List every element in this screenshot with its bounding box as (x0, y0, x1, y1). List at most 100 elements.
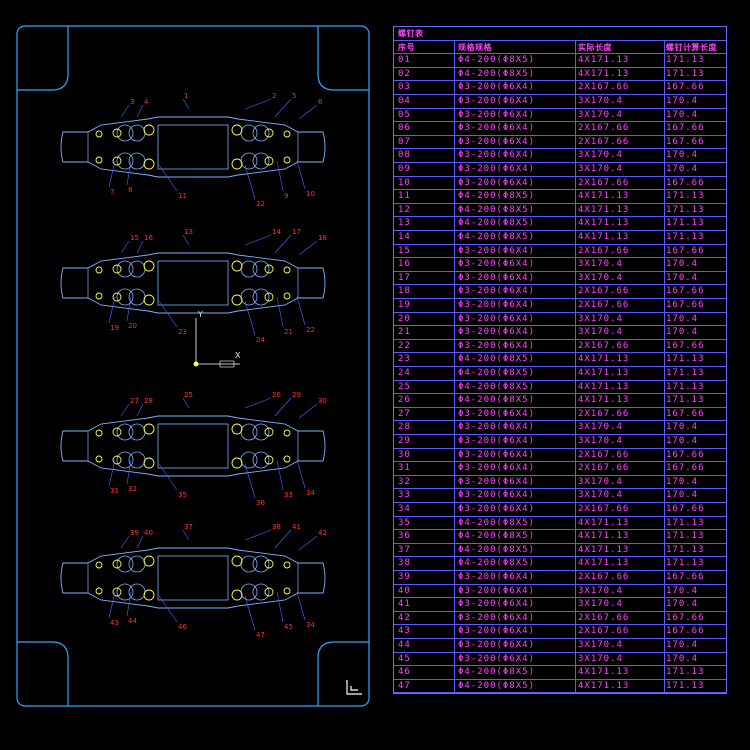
table-cell: 171.13 (666, 354, 705, 365)
table-header-cell: 螺钉计算长度 (666, 42, 717, 52)
table-cell: 15 (398, 245, 411, 256)
table-cell: 4X171.13 (578, 232, 630, 242)
boss-circle (252, 260, 270, 278)
table-cell: 4X171.13 (578, 395, 630, 406)
axis-x-label: X (235, 351, 241, 360)
table-cell: Φ3-200(Φ6X4) (458, 490, 536, 501)
leader-line (136, 240, 144, 254)
table-cell: Φ4-200(Φ8X5) (458, 218, 536, 229)
screw-label: 15 (130, 234, 139, 242)
screw-label: 41 (292, 523, 301, 531)
table-cell: 2X167.66 (578, 177, 630, 188)
leader-line (126, 296, 132, 322)
table-cell: 36 (398, 531, 411, 542)
table-cell: Φ4-200(Φ8X5) (458, 544, 536, 555)
table-cell: Φ4-200(Φ8X5) (458, 667, 536, 678)
table-cell: 167.66 (666, 626, 705, 637)
table-cell: 08 (398, 150, 411, 161)
table-cell: Φ4-200(Φ8X5) (458, 354, 536, 365)
table-cell: 23 (398, 354, 411, 365)
table-cell: 171.13 (666, 395, 705, 406)
table-cell: 16 (398, 259, 411, 270)
screw-hole (112, 587, 122, 597)
table-cell: 170.4 (666, 436, 699, 446)
table-cell: 13 (398, 218, 411, 229)
screw-hole (283, 429, 291, 437)
table-cell: 2X167.66 (578, 572, 630, 582)
table-cell: Φ3-200(Φ6X4) (458, 259, 536, 270)
screw-label: 5 (292, 92, 296, 100)
screw-hole (264, 559, 274, 569)
leader-line (158, 463, 178, 491)
leader-line (296, 459, 306, 489)
leader-line (120, 403, 130, 417)
screw-label: 4 (144, 98, 149, 106)
screw-hole (264, 128, 274, 138)
table-cell: Φ3-200(Φ6X4) (458, 150, 536, 161)
table-cell: 3X170.4 (578, 164, 623, 174)
table-cell: 19 (398, 300, 411, 310)
table-cell: 02 (398, 68, 411, 79)
table-cell: 3X170.4 (578, 476, 623, 487)
table-cell: 167.66 (666, 408, 705, 419)
table-cell: 40 (398, 585, 411, 596)
table-cell: Φ3-200(Φ6X4) (458, 245, 536, 256)
table-cell: 32 (398, 476, 411, 487)
leader-line (298, 240, 318, 256)
screw-label: 37 (184, 523, 193, 531)
boss-circle (240, 124, 258, 142)
leader-line (126, 591, 132, 617)
axis-y-label: Y (197, 310, 203, 319)
table-title: 螺钉表 (398, 29, 424, 38)
screw-label: 11 (178, 192, 187, 200)
table-cell: 11 (398, 191, 411, 202)
screw-label: 12 (256, 200, 265, 208)
table-cell: Φ3-200(Φ6X4) (458, 449, 536, 460)
table-cell: 27 (398, 408, 411, 419)
screw-label: 38 (272, 523, 281, 531)
corner-mark (346, 680, 362, 695)
table-cell: 170.4 (666, 327, 699, 338)
table-cell: 171.13 (666, 558, 705, 569)
screw-label: 3 (130, 98, 134, 106)
leader-line (274, 98, 292, 118)
table-cell: 3X170.4 (578, 599, 623, 610)
screw-hole (264, 427, 274, 437)
part-outline (60, 547, 326, 609)
leader-line (158, 300, 178, 328)
boss-circle (240, 555, 258, 573)
leader-line (298, 403, 318, 419)
boss-circle (116, 124, 134, 142)
table-cell: 28 (398, 422, 411, 433)
screw-hole (264, 455, 274, 465)
table-cell: 2X167.66 (578, 245, 630, 256)
screw-hole (231, 457, 243, 469)
screw-hole (112, 128, 122, 138)
table-cell: Φ4-200(Φ8X5) (458, 191, 536, 202)
leader-line (244, 98, 272, 110)
boss-circle (116, 152, 134, 170)
screw-hole (143, 124, 155, 136)
table-cell: 33 (398, 490, 411, 501)
table-header-cell: 实际长度 (578, 42, 612, 52)
screw-label: 45 (284, 623, 293, 631)
screw-label: 14 (272, 228, 281, 236)
table-cell: 17 (398, 272, 411, 283)
table-cell: Φ3-200(Φ6X4) (458, 463, 536, 474)
boss-circle (252, 288, 270, 306)
table-cell: 37 (398, 544, 411, 555)
screw-hole (112, 292, 122, 302)
